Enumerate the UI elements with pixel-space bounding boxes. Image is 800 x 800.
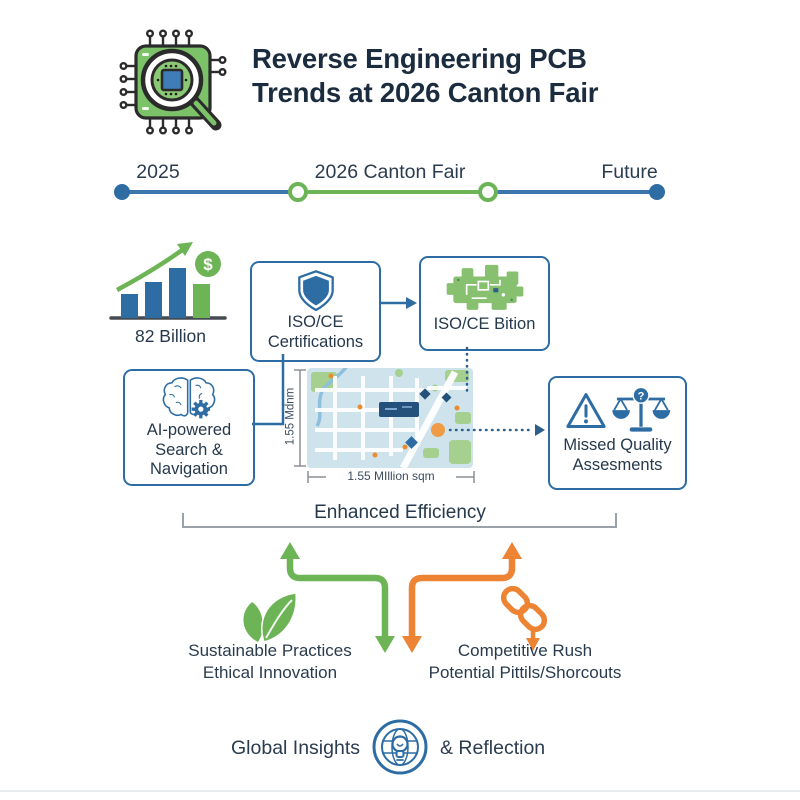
bition-box: ISO/CE Bition — [419, 256, 550, 351]
timeline-label-canton-fair: 2026 Canton Fair — [314, 161, 466, 183]
sustainable-line1: Sustainable Practices — [188, 641, 352, 660]
global-insights-label: Global Insights — [231, 737, 360, 759]
gear-icon — [191, 399, 211, 419]
question-glyph: ? — [637, 390, 644, 402]
dollar-glyph: $ — [203, 255, 213, 274]
timeline-dot-future — [649, 184, 665, 200]
competitive-text: Competitive Rush Potential Pittils/Shorc… — [402, 640, 648, 684]
map-height-label: 1.55 Mdnm — [284, 373, 298, 460]
missed-quality-box: ? Missed Quality Assesments — [548, 376, 687, 490]
up-arrowhead — [177, 242, 193, 256]
ai-line2: Search & — [155, 440, 223, 459]
competitive-arrow — [402, 542, 522, 653]
growth-bar-chart-icon: $ — [109, 242, 227, 320]
map-poi-dots — [328, 373, 460, 458]
map-main-hall — [379, 402, 419, 417]
certifications-box: ISO/CE Certifications — [250, 261, 381, 362]
reflection-label: & Reflection — [440, 737, 546, 759]
cert-to-bition-arrow — [380, 297, 417, 309]
competitive-line1: Competitive Rush — [457, 641, 593, 660]
bition-label: ISO/CE Bition — [433, 315, 536, 333]
ai-line1: AI-powered — [146, 421, 232, 439]
timeline-ring-end — [478, 182, 498, 202]
ai-line3: Navigation — [150, 460, 228, 478]
ai-search-box: AI-powered Search & Navigation — [123, 369, 255, 486]
title-line-1: Reverse Engineering PCB — [252, 43, 587, 74]
missed-line2: Assesments — [572, 455, 663, 474]
pcb-magnifier-logo-icon — [119, 29, 227, 135]
timeline — [114, 182, 665, 202]
scales-icon: ? — [611, 386, 670, 432]
timeline-ring-start — [288, 182, 308, 202]
timeline-label-2025: 2025 — [136, 161, 180, 183]
map-width-label: 1.55 MIllion sqm — [326, 470, 456, 483]
warning-triangle-icon — [565, 393, 606, 429]
timeline-label-future: Future — [601, 161, 658, 183]
missed-line1: Missed Quality — [563, 436, 672, 454]
pcb-board-icon — [446, 264, 523, 310]
venue-map — [307, 368, 473, 468]
enhanced-efficiency-label: Enhanced Efficiency — [314, 502, 486, 523]
page-title: Reverse Engineering PCB Trends at 2026 C… — [252, 42, 599, 110]
bottom-divider — [0, 790, 800, 792]
timeline-dot-2025 — [114, 184, 130, 200]
map-river — [315, 368, 348, 427]
competitive-line2: Potential Pittils/Shorcouts — [428, 663, 622, 682]
sustainable-line2: Ethical Innovation — [202, 663, 338, 682]
certifications-line2: Certifications — [267, 332, 364, 351]
sustainable-arrow — [280, 542, 395, 653]
shield-icon — [297, 270, 334, 312]
title-line-2: Trends at 2026 Canton Fair — [252, 77, 599, 108]
leaf-icon — [243, 592, 297, 643]
ai-to-cert-connector — [252, 354, 285, 426]
map-diagonal-road — [399, 370, 459, 468]
dotted-arrowhead — [535, 424, 545, 436]
market-value-label: 82 Billion — [134, 326, 207, 346]
sustainable-text: Sustainable Practices Ethical Innovation — [158, 640, 382, 684]
globe-lightbulb-icon — [372, 719, 428, 775]
dollar-circle-icon — [195, 251, 221, 277]
brain-gear-icon — [162, 377, 216, 419]
map-highlight-dot — [431, 423, 445, 437]
certifications-line1: ISO/CE — [287, 313, 344, 331]
